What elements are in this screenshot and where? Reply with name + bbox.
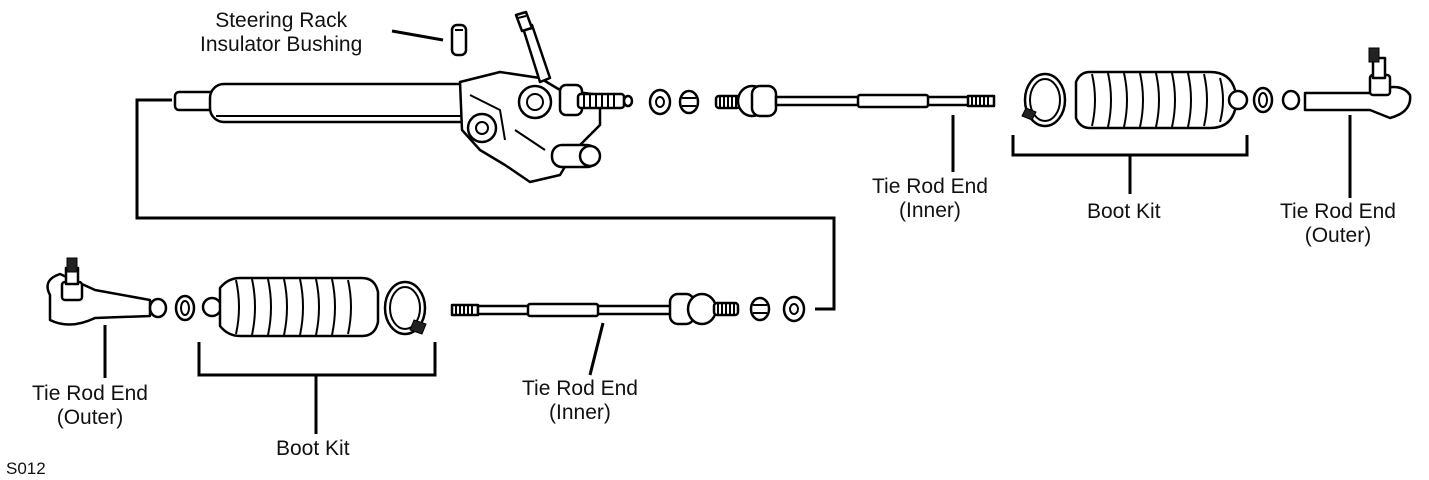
label-outer-tie-rod-bottom-line2: (Outer) [56, 406, 124, 429]
label-outer-tie-rod-bottom: Tie Rod End (Outer) [32, 382, 148, 430]
bottom-washer [782, 295, 806, 323]
label-inner-tie-rod-bottom-line1: Tie Rod End [522, 377, 638, 400]
top-washer [648, 88, 672, 116]
top-lock-washer [678, 89, 700, 115]
bushing-leader-line [391, 29, 444, 42]
label-inner-tie-rod-top-line2: (Inner) [899, 199, 961, 222]
inner-tie-rod-top [714, 84, 996, 118]
label-outer-tie-rod-top: Tie Rod End (Outer) [1280, 200, 1396, 248]
label-inner-tie-rod-bottom-line2: (Inner) [549, 401, 611, 424]
rack-threaded-end [576, 92, 634, 110]
figure-code: S012 [6, 459, 46, 478]
pinion-shaft [514, 10, 552, 84]
label-boot-kit-bottom-text: Boot Kit [276, 437, 350, 460]
outer-tie-rod-top [1281, 47, 1412, 120]
boot-kit-top-bracket [1011, 135, 1249, 194]
label-outer-tie-rod-top-line2: (Outer) [1304, 224, 1372, 247]
bottom-lock-washer [749, 296, 771, 322]
inner-tie-rod-bottom [450, 292, 740, 326]
label-boot-kit-bottom: Boot Kit [276, 437, 350, 461]
outer-tie-rod-bottom [46, 257, 196, 326]
label-insulator-bushing-line1: Steering Rack [215, 9, 348, 32]
label-outer-tie-rod-top-line1: Tie Rod End [1280, 200, 1396, 223]
label-inner-tie-rod-bottom: Tie Rod End (Inner) [522, 377, 638, 425]
label-insulator-bushing: Steering Rack Insulator Bushing [200, 9, 362, 57]
insulator-bushing [450, 23, 468, 57]
label-inner-tie-rod-top-line1: Tie Rod End [872, 175, 988, 198]
assembly-connector-line [135, 98, 836, 311]
label-inner-tie-rod-top: Tie Rod End (Inner) [872, 175, 988, 223]
steering-rack-housing [173, 70, 602, 184]
label-boot-kit-top-text: Boot Kit [1087, 200, 1161, 223]
boot-kit-bottom-bracket [197, 342, 437, 434]
inner-tie-rod-bottom-leader [588, 322, 605, 376]
label-outer-tie-rod-bottom-line1: Tie Rod End [32, 382, 148, 405]
boot-kit-top [1021, 70, 1274, 130]
boot-kit-bottom [201, 276, 427, 338]
label-insulator-bushing-line2: Insulator Bushing [200, 33, 363, 56]
label-boot-kit-top: Boot Kit [1087, 200, 1161, 224]
